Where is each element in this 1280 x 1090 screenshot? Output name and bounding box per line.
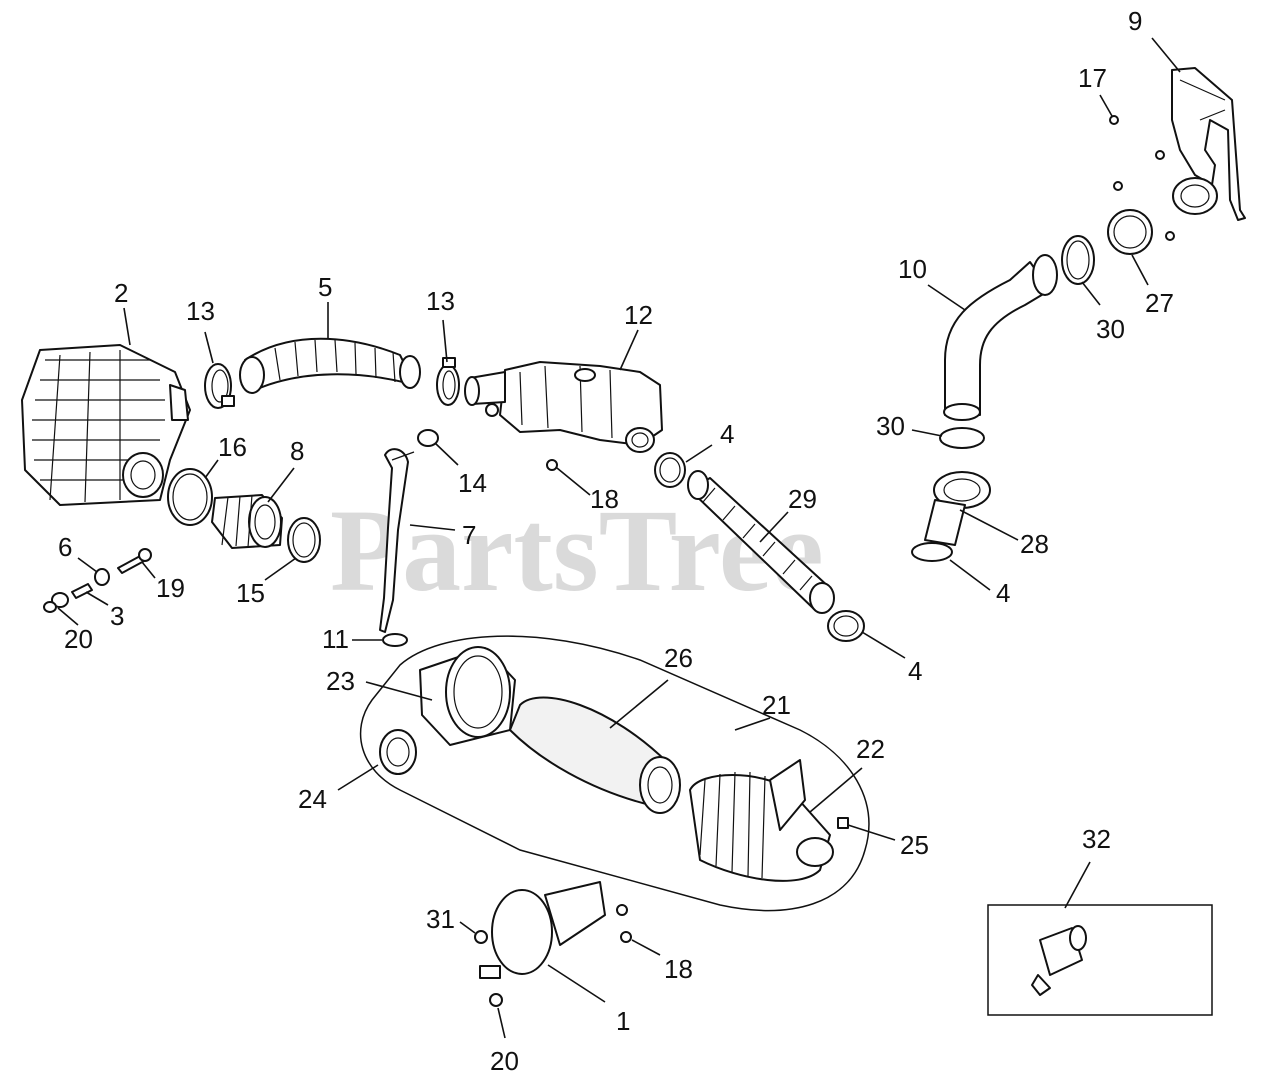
callout-4[interactable]: 4: [908, 656, 922, 686]
part-2-air-cleaner-housing[interactable]: [21, 344, 191, 506]
callout-25[interactable]: 25: [900, 830, 929, 860]
part-32-inset[interactable]: [987, 904, 1213, 1016]
callout-13[interactable]: 13: [426, 286, 455, 316]
callout-32[interactable]: 32: [1082, 824, 1111, 854]
part-16-clamp[interactable]: [167, 468, 213, 526]
part-31-screw[interactable]: [474, 930, 488, 944]
part-4-clamp-a[interactable]: [654, 452, 686, 488]
callout-6[interactable]: 6: [58, 532, 72, 562]
callout-17[interactable]: 17: [1078, 63, 1107, 93]
part-7-breather-tube[interactable]: [379, 448, 415, 633]
part-15-clamp[interactable]: [287, 517, 321, 563]
callout-4[interactable]: 4: [720, 419, 734, 449]
callout-21[interactable]: 21: [762, 690, 791, 720]
part-4-clamp-b[interactable]: [827, 610, 865, 642]
callout-10[interactable]: 10: [898, 254, 927, 284]
callout-14[interactable]: 14: [458, 468, 487, 498]
part-5-intake-hose[interactable]: [239, 337, 421, 394]
callout-20[interactable]: 20: [490, 1046, 519, 1076]
callout-18[interactable]: 18: [590, 484, 619, 514]
callout-9[interactable]: 9: [1128, 6, 1142, 36]
part-4-clamp-c[interactable]: [911, 542, 953, 562]
callout-20[interactable]: 20: [64, 624, 93, 654]
part-13-hose-clamp-left[interactable]: [204, 363, 235, 409]
callout-24[interactable]: 24: [298, 784, 327, 814]
part-30-clamp-lower[interactable]: [939, 427, 985, 449]
part-24-grommet[interactable]: [379, 729, 417, 775]
callout-26[interactable]: 26: [664, 643, 693, 673]
callout-29[interactable]: 29: [788, 484, 817, 514]
callout-30[interactable]: 30: [1096, 314, 1125, 344]
part-20-nut-left[interactable]: [43, 592, 69, 613]
callout-18[interactable]: 18: [664, 954, 693, 984]
part-23-filter-cover[interactable]: [419, 646, 516, 746]
callout-30[interactable]: 30: [876, 411, 905, 441]
part-18-screws-lower[interactable]: [616, 904, 632, 943]
callout-15[interactable]: 15: [236, 578, 265, 608]
callout-13[interactable]: 13: [186, 296, 215, 326]
callout-22[interactable]: 22: [856, 734, 885, 764]
callout-16[interactable]: 16: [218, 432, 247, 462]
part-28-adapter[interactable]: [924, 471, 991, 546]
part-21-outline: [359, 635, 870, 912]
callout-19[interactable]: 19: [156, 573, 185, 603]
callout-12[interactable]: 12: [624, 300, 653, 330]
leader-lines: [57, 37, 1181, 1039]
part-19-bolt[interactable]: [117, 548, 152, 574]
part-1-mounting-strap[interactable]: [479, 881, 606, 979]
part-25-fitting[interactable]: [837, 817, 849, 829]
callout-3[interactable]: 3: [110, 601, 124, 631]
part-30-clamp-upper[interactable]: [1061, 235, 1095, 285]
callout-5[interactable]: 5: [318, 272, 332, 302]
part-22-filter-housing[interactable]: [689, 759, 834, 882]
part-26-air-filter-element[interactable]: [508, 696, 681, 814]
callout-7[interactable]: 7: [462, 520, 476, 550]
callout-8[interactable]: 8: [290, 436, 304, 466]
part-20-nut-lower[interactable]: [489, 993, 503, 1007]
part-8-rubber-coupler[interactable]: [211, 494, 283, 549]
callout-labels: 9 17 10 30 27 2 13 5 13 12 16 8 14 4 18 …: [58, 6, 1174, 1076]
part-11-clamp[interactable]: [382, 633, 408, 647]
callout-2[interactable]: 2: [114, 278, 128, 308]
part-3-spacer[interactable]: [71, 583, 93, 599]
part-29-corrugated-hose[interactable]: [687, 470, 835, 614]
callout-23[interactable]: 23: [326, 666, 355, 696]
part-27-ring[interactable]: [1107, 209, 1153, 255]
part-9-intake-duct[interactable]: [1171, 67, 1246, 221]
callout-27[interactable]: 27: [1145, 288, 1174, 318]
part-12-resonator[interactable]: [464, 361, 663, 453]
part-14-clamp[interactable]: [417, 429, 439, 447]
watermark: PartsTree: [330, 485, 824, 616]
part-17-screws[interactable]: [1109, 115, 1175, 241]
callout-31[interactable]: 31: [426, 904, 455, 934]
part-18-screw-upper[interactable]: [546, 459, 558, 471]
callout-28[interactable]: 28: [1020, 529, 1049, 559]
part-6-grommet[interactable]: [94, 568, 110, 586]
part-13-hose-clamp-right[interactable]: [436, 357, 460, 406]
part-10-elbow-tube[interactable]: [943, 254, 1058, 421]
callout-11[interactable]: 11: [322, 624, 349, 654]
callout-1[interactable]: 1: [616, 1006, 630, 1036]
callout-4[interactable]: 4: [996, 578, 1010, 608]
